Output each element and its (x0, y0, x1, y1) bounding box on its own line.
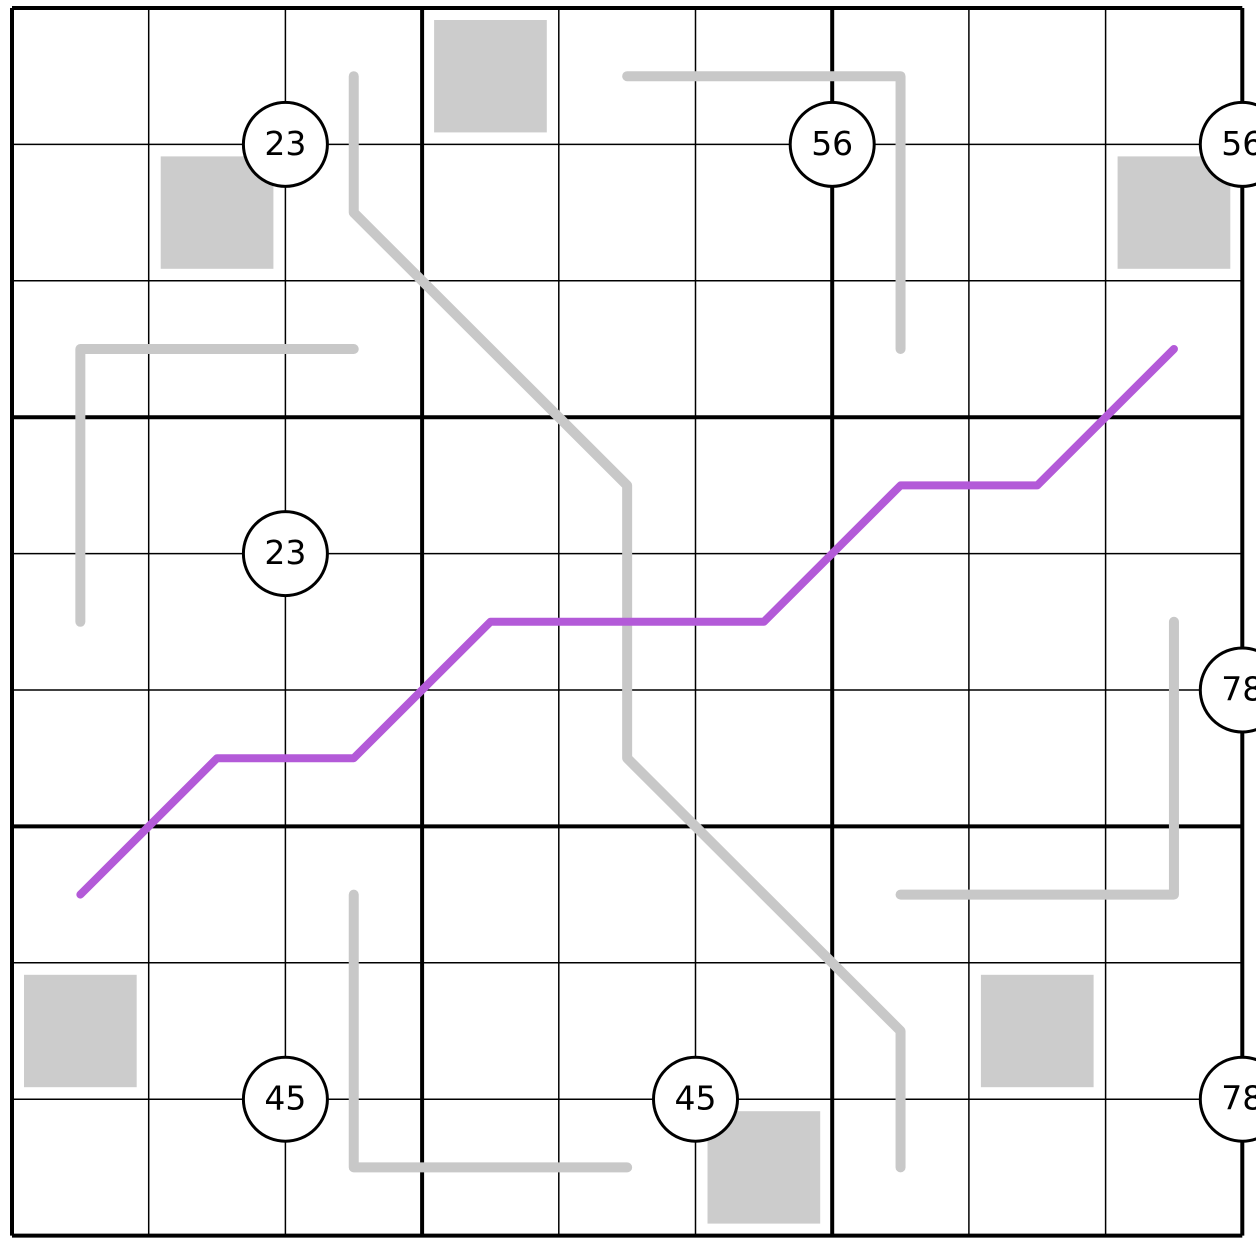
circle-clues: 23 23 45 45 56 56 78 78 (241, 100, 1256, 1143)
circle-clue: 56 (1198, 100, 1256, 188)
circle-clue: 56 (788, 100, 876, 188)
circle-clue-label: 78 (1221, 1079, 1256, 1118)
circle-clue-label: 56 (1221, 124, 1256, 163)
grey-line (895, 616, 1179, 900)
circle-clue: 45 (241, 1055, 329, 1143)
circle-clue-ring (1198, 100, 1256, 188)
circle-clue-ring (241, 1055, 329, 1143)
circle-clue-label: 45 (675, 1079, 717, 1118)
circle-clue-ring (241, 100, 329, 188)
circle-clue-label: 56 (811, 124, 853, 163)
grey-line (622, 71, 906, 354)
circle-clue-label: 45 (264, 1079, 306, 1118)
grey-line (348, 889, 633, 1173)
circle-clue: 23 (241, 510, 329, 598)
circle-clue-ring (241, 510, 329, 598)
purple-line (76, 345, 1178, 899)
shaded-square (24, 974, 137, 1088)
shaded-square (980, 974, 1094, 1088)
circle-clue-ring (1198, 646, 1256, 734)
circle-clue-label: 78 (1221, 670, 1256, 709)
shaded-square (434, 20, 547, 133)
circle-clue-ring (788, 100, 876, 188)
circle-clue-ring (1198, 1055, 1256, 1143)
circle-clue-label: 23 (264, 124, 306, 163)
puzzle-lines (75, 71, 1179, 1173)
circle-clue-ring (652, 1055, 739, 1143)
grey-line (75, 344, 359, 627)
highlight-line (76, 345, 1178, 899)
circle-clue: 78 (1198, 1055, 1256, 1143)
circle-clue: 78 (1198, 646, 1256, 734)
circle-clue: 45 (652, 1055, 739, 1143)
circle-clue: 23 (241, 100, 329, 188)
circle-clue-label: 23 (264, 533, 306, 572)
